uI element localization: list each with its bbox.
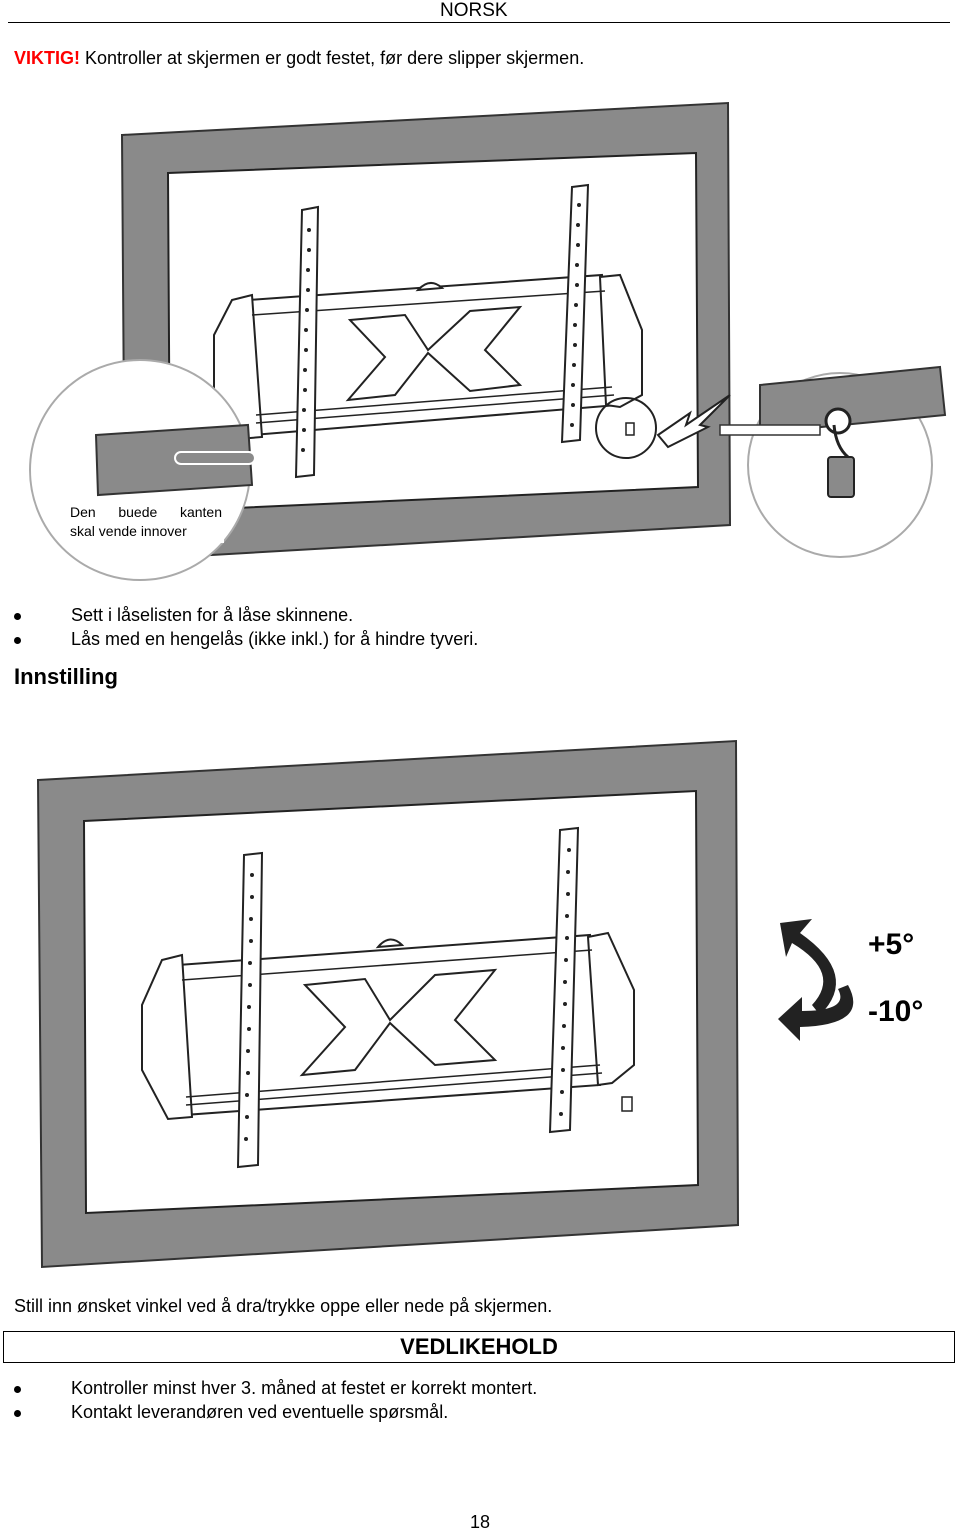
tilt-up-label: +5° [868,928,915,961]
maintenance-title: VEDLIKEHOLD [400,1334,558,1359]
lock-mount-figure [29,101,947,581]
bullet-icon [14,613,21,620]
section-heading-adjust: Innstilling [14,664,118,689]
tilt-figure [36,739,854,1269]
tilt-arrows-icon [778,919,854,1041]
padlock-icon [625,422,635,436]
maintenance-header-box: VEDLIKEHOLD [3,1331,955,1363]
header-language: NORSK [440,0,508,21]
page-number: 18 [469,1512,491,1532]
callout-curved-edge: Den buede kanten skal vende innover [70,503,222,541]
bullet-icon [14,637,21,644]
warning-line: VIKTIG! Kontroller at skjermen er godt f… [14,48,584,69]
tilt-down-label: -10° [868,995,924,1028]
padlock-icon [621,1096,633,1112]
callout-line-2: skal vende innover [70,523,187,539]
warning-text: Kontroller at skjermen er godt festet, f… [80,48,585,68]
warning-label: VIKTIG! [14,48,80,68]
bullet-icon [14,1386,21,1393]
header-divider [8,22,950,23]
adjust-instruction: Still inn ønsket vinkel ved å dra/trykke… [14,1296,553,1316]
callout-line-1: Den buede kanten [70,504,222,520]
bullet-icon [14,1410,21,1417]
